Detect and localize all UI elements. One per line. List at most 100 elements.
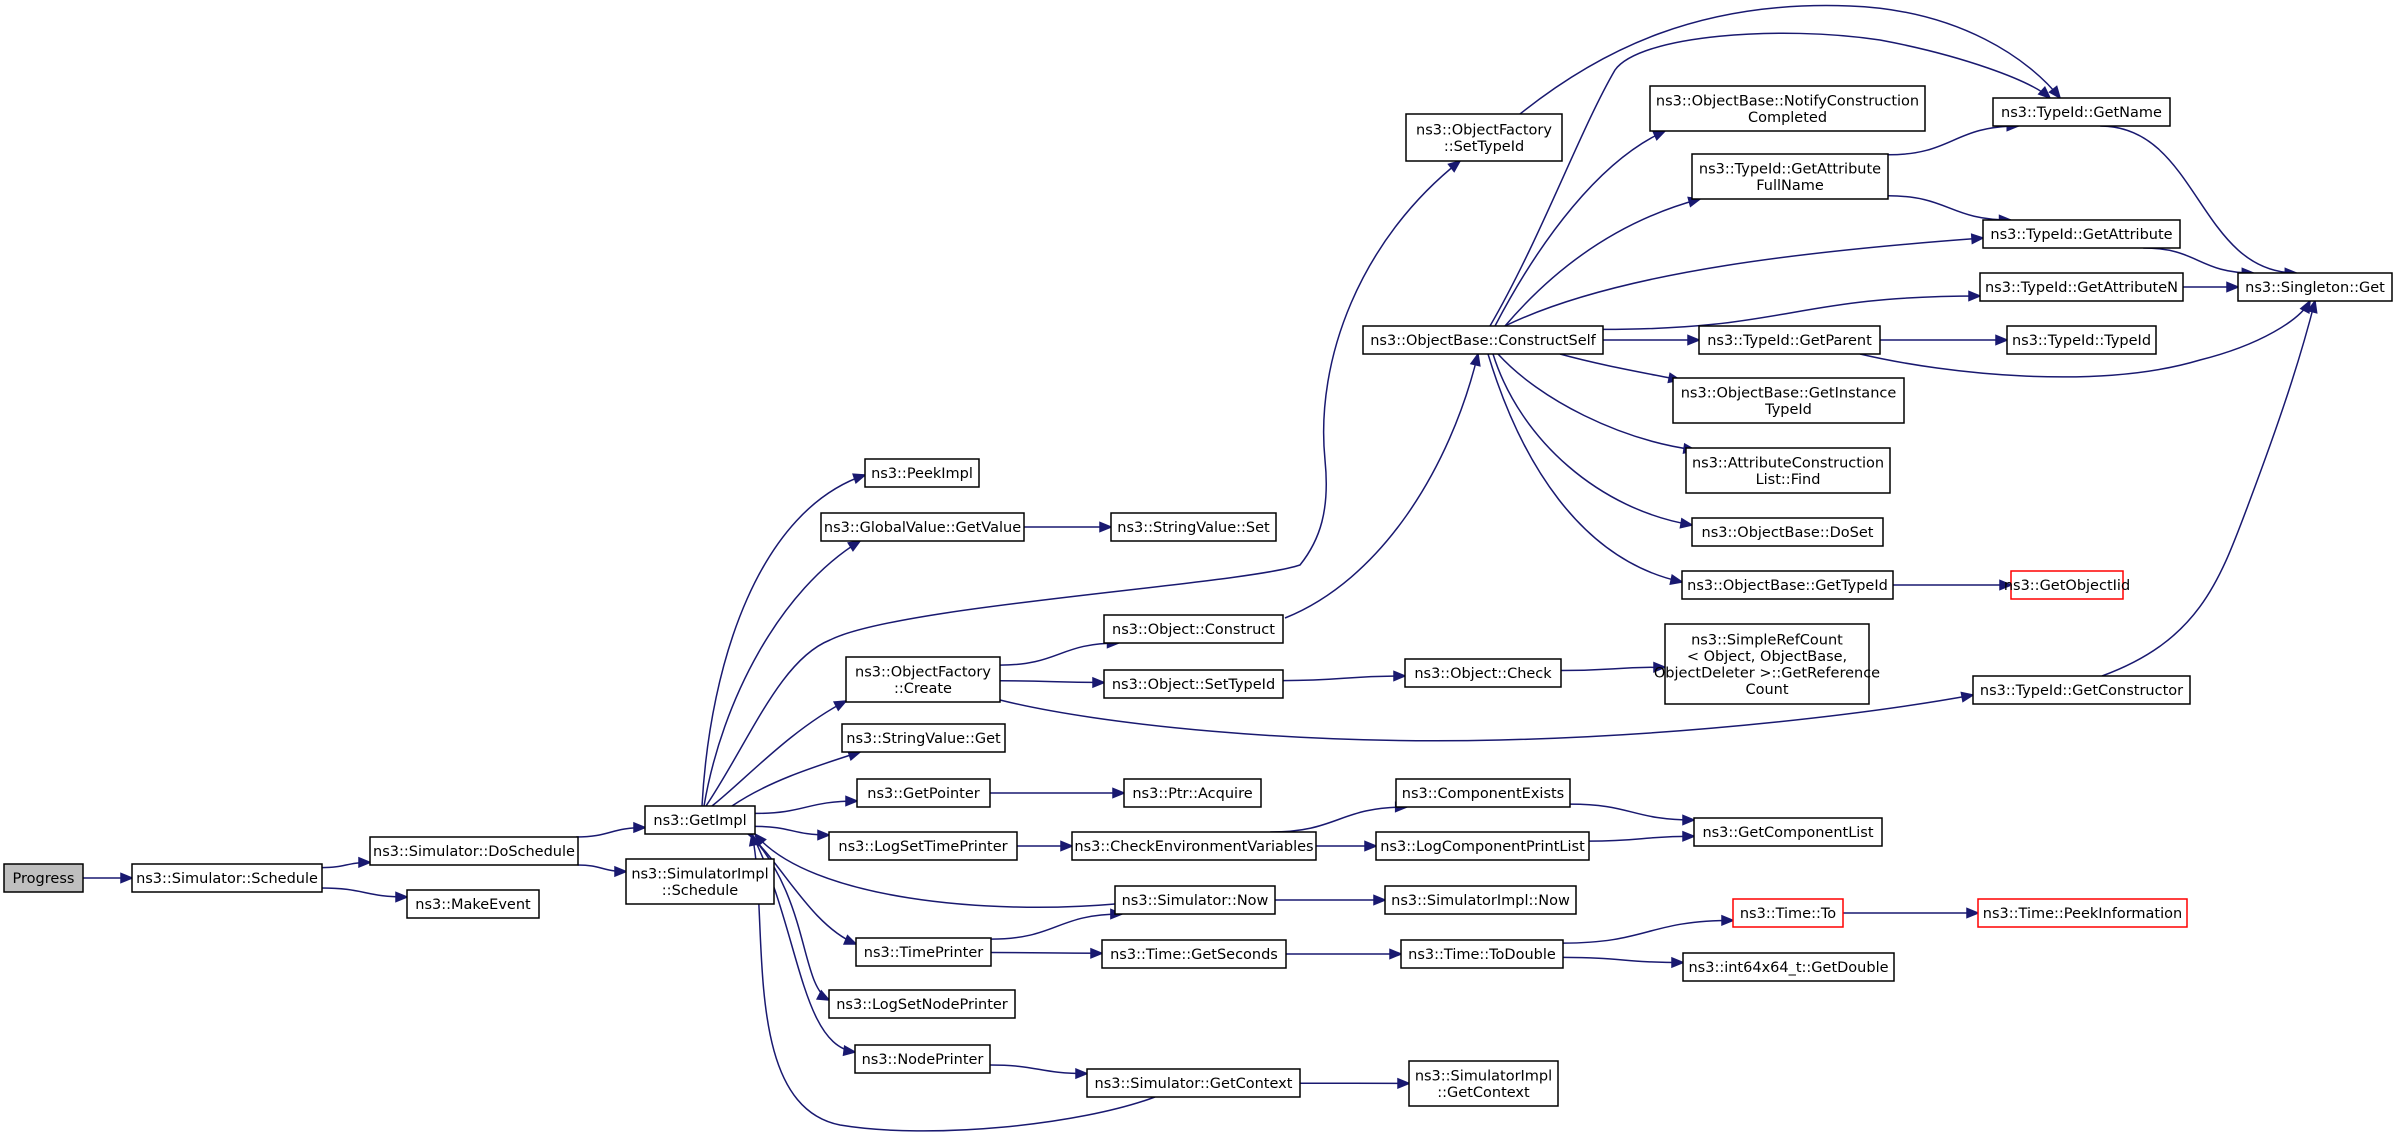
node-label: ns3::TypeId::GetConstructor	[1980, 683, 2183, 699]
node-of-settypeid[interactable]: ns3::ObjectFactory::SetTypeId	[1405, 113, 1563, 162]
node-label: ::Create	[894, 681, 952, 697]
node-typeid-getattrn[interactable]: ns3::TypeId::GetAttributeN	[1979, 272, 2184, 302]
node-simimpl-schedule[interactable]: ns3::SimulatorImpl::Schedule	[625, 858, 775, 905]
call-edge-timeprinter-to-time_getseconds	[990, 947, 1104, 959]
node-label: ns3::CheckEnvironmentVariables	[1074, 839, 1313, 855]
node-getpointer[interactable]: ns3::GetPointer	[856, 778, 991, 808]
node-label: ns3::Singleton::Get	[2245, 280, 2385, 296]
node-timeprinter[interactable]: ns3::TimePrinter	[855, 937, 992, 967]
call-edge-typeid_getattrn-to-singleton_get	[2183, 281, 2240, 293]
node-box	[1375, 831, 1590, 861]
node-logsettimeprinter[interactable]: ns3::LogSetTimePrinter	[828, 831, 1018, 861]
arrowhead-icon	[1389, 948, 1403, 960]
node-typeid-getattr[interactable]: ns3::TypeId::GetAttribute	[1982, 219, 2181, 249]
node-label: ns3::Ptr::Acquire	[1132, 786, 1252, 802]
node-ob-doset[interactable]: ns3::ObjectBase::DoSet	[1691, 517, 1884, 547]
node-box	[1384, 885, 1577, 915]
node-int64-getdouble[interactable]: ns3::int64x64_t::GetDouble	[1682, 952, 1895, 982]
call-edge-sim_getcontext-to-simimpl_getcontext	[1299, 1077, 1411, 1089]
call-edge-obj_settypeid-to-obj_check	[1282, 670, 1407, 682]
node-label: ns3::MakeEvent	[415, 897, 531, 913]
node-label: Progress	[13, 871, 75, 887]
call-edge-typeid_getname-to-singleton_get	[2100, 125, 2299, 279]
call-edge-getimpl-to-sv_get	[731, 750, 862, 807]
node-gv-getvalue[interactable]: ns3::GlobalValue::GetValue	[820, 512, 1025, 542]
node-simplerefcount[interactable]: ns3::SimpleRefCount< Object, ObjectBase,…	[1654, 623, 1880, 705]
node-box	[1114, 885, 1276, 915]
node-getcomplist[interactable]: ns3::GetComponentList	[1693, 817, 1883, 847]
call-edge-getimpl-to-peekimpl	[701, 473, 867, 807]
node-typeid-typeid[interactable]: ns3::TypeId::TypeId	[2006, 325, 2157, 355]
node-obj-check[interactable]: ns3::Object::Check	[1404, 658, 1562, 688]
node-label: List::Find	[1756, 472, 1821, 488]
node-of-create[interactable]: ns3::ObjectFactory::Create	[845, 656, 1001, 703]
node-label: ns3::int64x64_t::GetDouble	[1688, 960, 1888, 976]
node-simimpl-now[interactable]: ns3::SimulatorImpl::Now	[1384, 885, 1577, 915]
call-edge-sim_doschedule-to-simimpl_schedule	[577, 864, 628, 878]
node-sim-schedule[interactable]: ns3::Simulator::Schedule	[131, 863, 323, 893]
call-edge-gv_getvalue-to-sv_set	[1024, 521, 1113, 533]
node-box	[1649, 85, 1926, 132]
node-sv-set[interactable]: ns3::StringValue::Set	[1110, 512, 1277, 542]
node-time-peekinfo[interactable]: ns3::Time::PeekInformation	[1977, 898, 2188, 928]
node-ptr-acquire[interactable]: ns3::Ptr::Acquire	[1123, 778, 1262, 808]
node-sv-get[interactable]: ns3::StringValue::Get	[841, 723, 1006, 753]
call-edge-getimpl-to-of_settypeid	[705, 159, 1462, 807]
call-edge-getimpl-to-logsettimeprinter	[754, 825, 831, 841]
node-logcompprintlist[interactable]: ns3::LogComponentPrintList	[1375, 831, 1590, 861]
node-logsetnodeprinter[interactable]: ns3::LogSetNodePrinter	[828, 989, 1016, 1019]
node-label: ns3::PeekImpl	[871, 466, 973, 482]
arrowhead-icon	[614, 865, 628, 878]
node-box	[406, 889, 540, 919]
node-sim-doschedule[interactable]: ns3::Simulator::DoSchedule	[369, 836, 579, 866]
node-ob-constructself[interactable]: ns3::ObjectBase::ConstructSelf	[1362, 325, 1604, 355]
node-nodeprinter[interactable]: ns3::NodePrinter	[854, 1044, 991, 1074]
node-time-todouble[interactable]: ns3::Time::ToDouble	[1400, 939, 1564, 969]
edge-line	[731, 751, 861, 807]
call-edge-ob_constructself-to-acl_find	[1497, 353, 1697, 455]
node-box	[1691, 153, 1889, 200]
node-box	[1103, 614, 1284, 644]
node-typeid-getconstructor[interactable]: ns3::TypeId::GetConstructor	[1972, 675, 2191, 705]
node-singleton-get[interactable]: ns3::Singleton::Get	[2237, 272, 2393, 302]
node-typeid-getparent[interactable]: ns3::TypeId::GetParent	[1698, 325, 1881, 355]
arrowhead-icon	[1090, 947, 1104, 959]
node-label: ns3::Object::Check	[1414, 666, 1552, 682]
edge-line	[705, 160, 1461, 807]
node-sim-getcontext[interactable]: ns3::Simulator::GetContext	[1086, 1068, 1301, 1098]
node-getobjectiid[interactable]: ns3::GetObjectIid	[2004, 570, 2130, 600]
node-ob-gettypeid[interactable]: ns3::ObjectBase::GetTypeId	[1681, 570, 1894, 600]
node-simimpl-getcontext[interactable]: ns3::SimulatorImpl::GetContext	[1408, 1060, 1559, 1107]
node-label: ns3::ObjectBase::ConstructSelf	[1370, 333, 1596, 349]
node-box	[3, 863, 84, 893]
node-obj-settypeid[interactable]: ns3::Object::SetTypeId	[1103, 669, 1284, 699]
node-typeid-getname[interactable]: ns3::TypeId::GetName	[1992, 97, 2171, 127]
node-progress[interactable]: Progress	[3, 863, 84, 893]
arrowhead-icon	[1099, 521, 1113, 533]
node-box	[2010, 570, 2124, 600]
node-getimpl[interactable]: ns3::GetImpl	[644, 805, 756, 835]
node-label: ns3::Time::To	[1740, 906, 1836, 922]
node-label: ::SetTypeId	[1444, 139, 1524, 155]
node-makeevent[interactable]: ns3::MakeEvent	[406, 889, 540, 919]
node-checkenv[interactable]: ns3::CheckEnvironmentVariables	[1071, 831, 1317, 861]
edge-line	[1284, 353, 1479, 619]
node-peekimpl[interactable]: ns3::PeekImpl	[864, 458, 980, 488]
node-time-getseconds[interactable]: ns3::Time::GetSeconds	[1101, 939, 1287, 969]
node-label: ObjectDeleter >::GetReference	[1654, 665, 1880, 681]
node-ob-notify[interactable]: ns3::ObjectBase::NotifyConstructionCompl…	[1649, 85, 1926, 132]
node-compexists[interactable]: ns3::ComponentExists	[1395, 778, 1571, 808]
arrowhead-icon	[358, 856, 372, 868]
node-obj-construct[interactable]: ns3::Object::Construct	[1103, 614, 1284, 644]
call-edge-ob_constructself-to-typeid_getparent	[1603, 334, 1701, 346]
node-time-to[interactable]: ns3::Time::To	[1732, 898, 1844, 928]
call-edge-checkenv-to-logcompprintlist	[1316, 840, 1378, 852]
arrowhead-icon	[2306, 299, 2318, 314]
arrowhead-icon	[2048, 85, 2062, 100]
node-sim-now[interactable]: ns3::Simulator::Now	[1114, 885, 1276, 915]
